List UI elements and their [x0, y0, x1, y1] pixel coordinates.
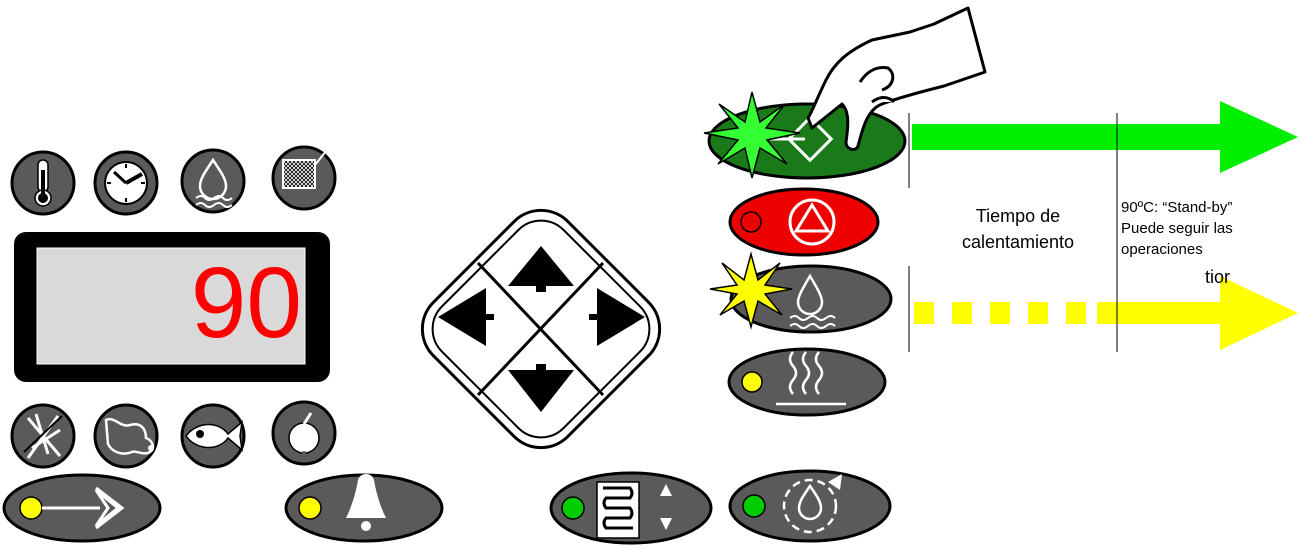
heating-time-line1: Tiempo de — [933, 203, 1103, 229]
utensils-button[interactable] — [12, 405, 74, 467]
green-progress-arrow — [912, 101, 1298, 173]
display-reading: 90 — [40, 248, 302, 358]
drain-cycle-indicator-led — [743, 495, 765, 517]
timer-button[interactable] — [95, 152, 157, 214]
truncated-text-fragment: tior — [1205, 267, 1230, 288]
yellow-dashed-arrow — [914, 276, 1298, 350]
stop-indicator-led — [741, 212, 761, 232]
direction-pad[interactable] — [407, 195, 676, 464]
fish-button[interactable] — [182, 405, 244, 467]
standby-line3: operaciones — [1121, 239, 1233, 260]
filter-button[interactable] — [273, 146, 352, 209]
heating-time-line2: calentamiento — [933, 229, 1103, 255]
drain-cycle-button[interactable] — [730, 471, 890, 541]
heating-time-label: Tiempo de calentamiento — [933, 203, 1103, 255]
thermometer-button[interactable] — [12, 152, 74, 214]
steam-button[interactable] — [182, 150, 244, 212]
advance-button[interactable] — [4, 475, 160, 541]
heat-mode-indicator-led — [742, 372, 762, 392]
clock-icon — [105, 162, 147, 204]
standby-note: 90ºC: “Stand-by” Puede seguir las operac… — [1121, 197, 1233, 260]
meat-button[interactable] — [95, 405, 157, 467]
heating-coil-button[interactable] — [551, 473, 711, 543]
fruit-button[interactable] — [273, 402, 335, 464]
stop-button[interactable] — [730, 189, 878, 255]
heating-coil-indicator-led — [562, 497, 584, 519]
alarm-button[interactable] — [286, 474, 442, 541]
alarm-indicator-led — [299, 497, 321, 519]
thermometer-icon — [35, 160, 51, 206]
heat-mode-button[interactable] — [729, 349, 885, 415]
advance-indicator-led — [20, 497, 42, 519]
standby-line1: 90ºC: “Stand-by” — [1121, 197, 1233, 218]
standby-line2: Puede seguir las — [1121, 218, 1233, 239]
